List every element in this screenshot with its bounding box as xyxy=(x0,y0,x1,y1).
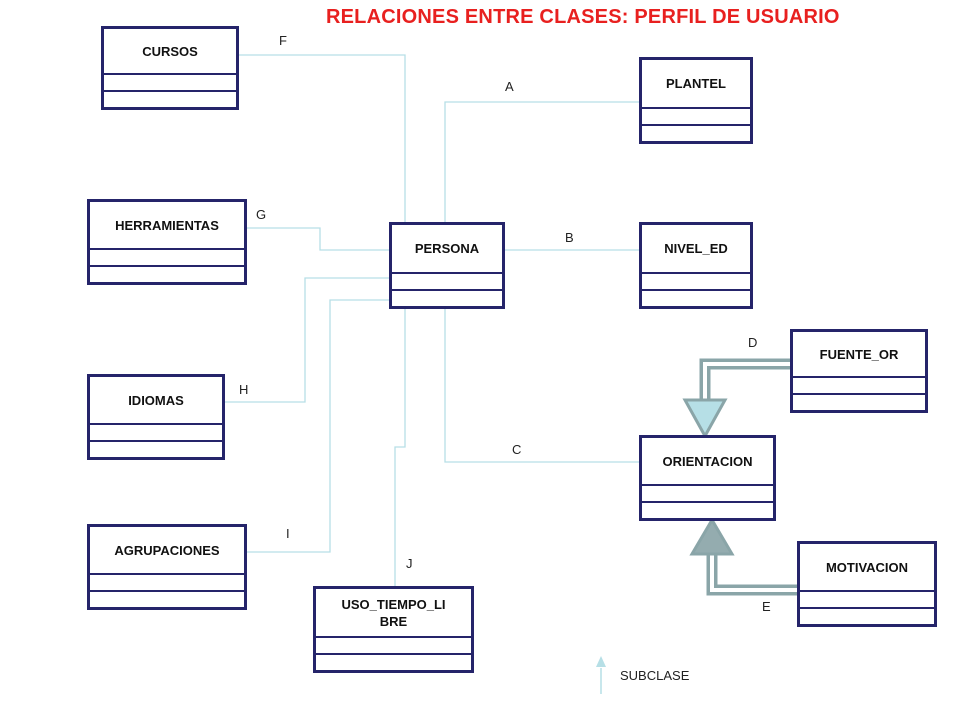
diagram-title: RELACIONES ENTRE CLASES: PERFIL DE USUAR… xyxy=(326,6,840,28)
relation-label-g: G xyxy=(256,207,267,222)
attributes-compartment xyxy=(316,636,471,653)
attributes-compartment xyxy=(90,423,222,440)
methods-compartment xyxy=(90,440,222,457)
class-name: CURSOS xyxy=(142,43,198,59)
methods-compartment xyxy=(90,265,244,282)
class-orientacion[interactable]: ORIENTACION xyxy=(639,435,776,521)
methods-compartment xyxy=(90,590,244,607)
methods-compartment xyxy=(642,501,773,518)
attributes-compartment xyxy=(793,376,925,393)
class-idiomas[interactable]: IDIOMAS xyxy=(87,374,225,460)
attributes-compartment xyxy=(642,484,773,501)
attributes-compartment xyxy=(642,272,750,289)
class-name: MOTIVACION xyxy=(825,559,909,575)
attributes-compartment xyxy=(90,573,244,590)
attributes-compartment xyxy=(800,590,934,607)
class-name: NIVEL_ED xyxy=(664,241,728,256)
methods-compartment xyxy=(642,124,750,141)
association-a-line xyxy=(444,101,640,225)
methods-compartment xyxy=(392,289,502,306)
methods-compartment xyxy=(793,393,925,410)
class-nivel-ed[interactable]: NIVEL_ED xyxy=(639,222,753,309)
class-name: USO_TIEMPO_LI BRE xyxy=(341,596,446,629)
attributes-compartment xyxy=(90,248,244,265)
relation-label-i: I xyxy=(286,526,290,541)
association-c-line xyxy=(444,308,640,463)
class-name: PLANTEL xyxy=(666,76,726,91)
methods-compartment xyxy=(316,653,471,670)
methods-compartment xyxy=(104,90,236,107)
relation-label-f: F xyxy=(279,33,287,48)
methods-compartment xyxy=(642,289,750,306)
association-j-line xyxy=(394,308,406,588)
class-motivacion[interactable]: MOTIVACION xyxy=(797,541,937,627)
relation-label-e: E xyxy=(762,599,771,614)
relation-label-c: C xyxy=(512,442,522,457)
subclass-e-arrow xyxy=(689,517,800,596)
subclass-d-arrow xyxy=(682,358,790,440)
class-persona[interactable]: PERSONA xyxy=(389,222,505,309)
class-name: AGRUPACIONES xyxy=(114,542,220,558)
relation-label-j: J xyxy=(406,556,413,571)
relation-label-h: H xyxy=(239,382,249,397)
association-g-line xyxy=(246,227,390,251)
class-uso-tiempo-libre[interactable]: USO_TIEMPO_LI BRE xyxy=(313,586,474,673)
class-name: HERRAMIENTAS xyxy=(115,217,219,233)
association-f-line xyxy=(238,54,406,225)
relation-label-b: B xyxy=(565,230,574,245)
class-name: IDIOMAS xyxy=(128,392,184,408)
relation-label-d: D xyxy=(748,335,758,350)
attributes-compartment xyxy=(104,73,236,90)
class-fuente-or[interactable]: FUENTE_OR xyxy=(790,329,928,413)
relation-label-a: A xyxy=(505,79,514,94)
legend-subclase-label: SUBCLASE xyxy=(620,668,690,683)
class-agrupaciones[interactable]: AGRUPACIONES xyxy=(87,524,247,610)
methods-compartment xyxy=(800,607,934,624)
class-name: PERSONA xyxy=(414,241,480,256)
association-i-line xyxy=(246,299,390,553)
class-plantel[interactable]: PLANTEL xyxy=(639,57,753,144)
class-name: ORIENTACION xyxy=(662,453,753,469)
attributes-compartment xyxy=(392,272,502,289)
class-herramientas[interactable]: HERRAMIENTAS xyxy=(87,199,247,285)
association-h-line xyxy=(224,277,390,403)
class-name: FUENTE_OR xyxy=(819,346,899,362)
subclass-legend-icon xyxy=(596,656,606,694)
attributes-compartment xyxy=(642,107,750,124)
class-cursos[interactable]: CURSOS xyxy=(101,26,239,110)
